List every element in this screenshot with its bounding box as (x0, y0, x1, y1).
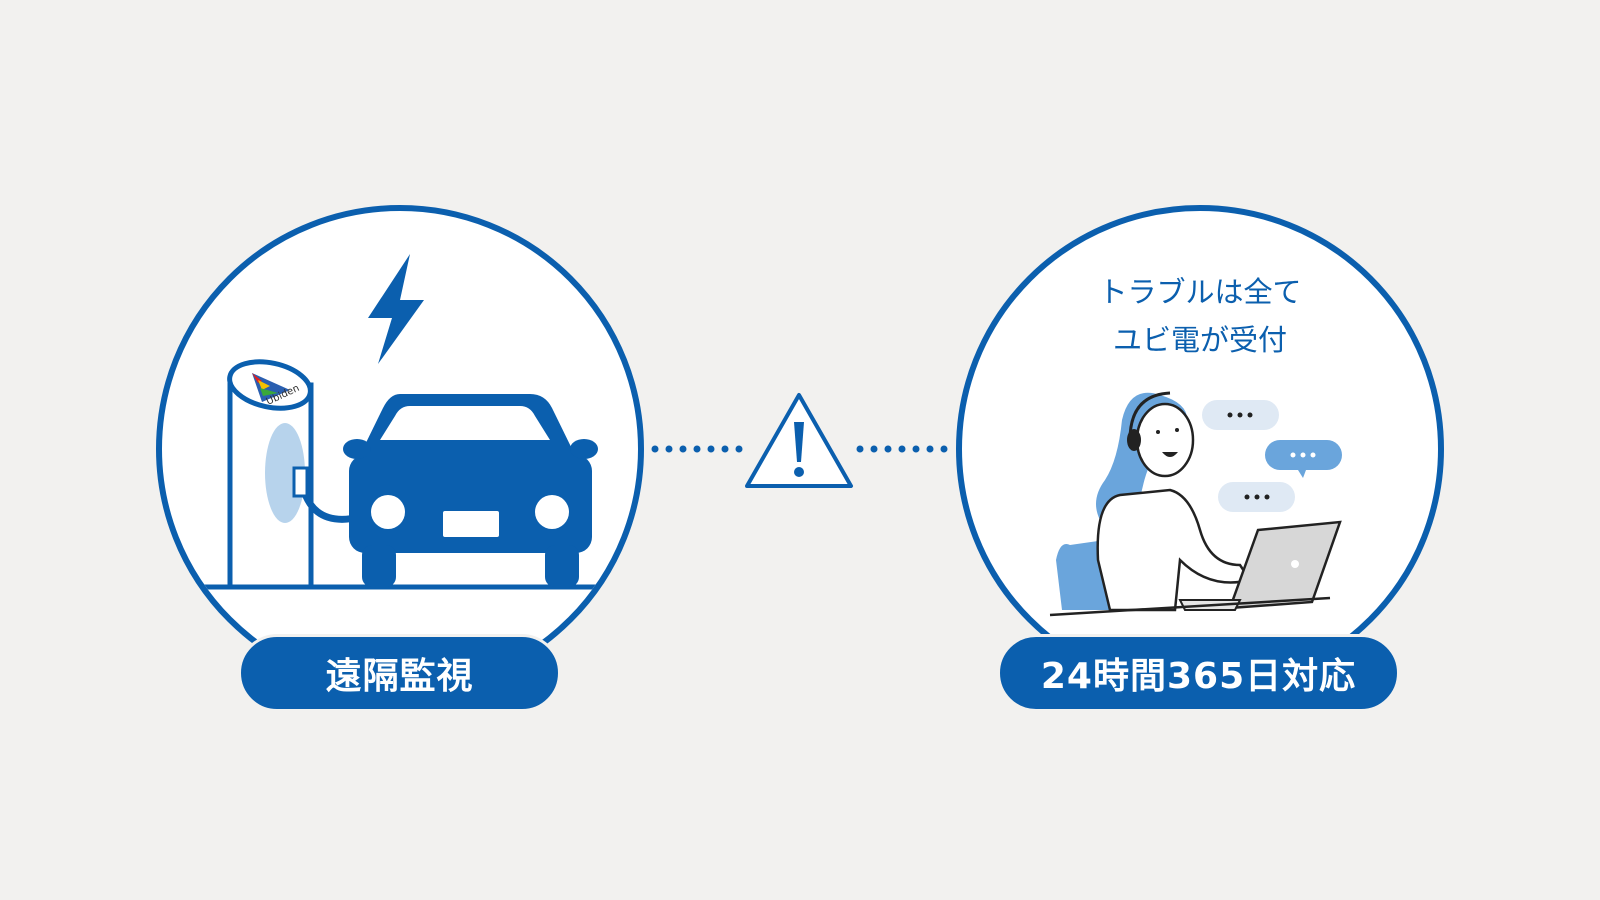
car-icon (343, 394, 598, 587)
warning-icon (745, 393, 853, 488)
caption-line-2: ユビ電が受付 (1112, 323, 1287, 357)
connector-dots-right (856, 445, 948, 453)
support-hours-label: 24時間365日対応 (997, 634, 1400, 712)
support-caption: トラブルは全て ユビ電が受付 (1050, 268, 1350, 364)
remote-monitoring-label: 遠隔監視 (238, 634, 561, 712)
connector-dots-left (651, 445, 743, 453)
speech-bubble-icon (1202, 400, 1342, 512)
caption-line-1: トラブルは全て (1098, 275, 1302, 309)
charger-station: Ubiden (227, 359, 361, 590)
remote-monitoring-illustration: Ubiden (156, 205, 644, 693)
lightning-icon (368, 254, 424, 364)
support-illustration (956, 205, 1444, 693)
